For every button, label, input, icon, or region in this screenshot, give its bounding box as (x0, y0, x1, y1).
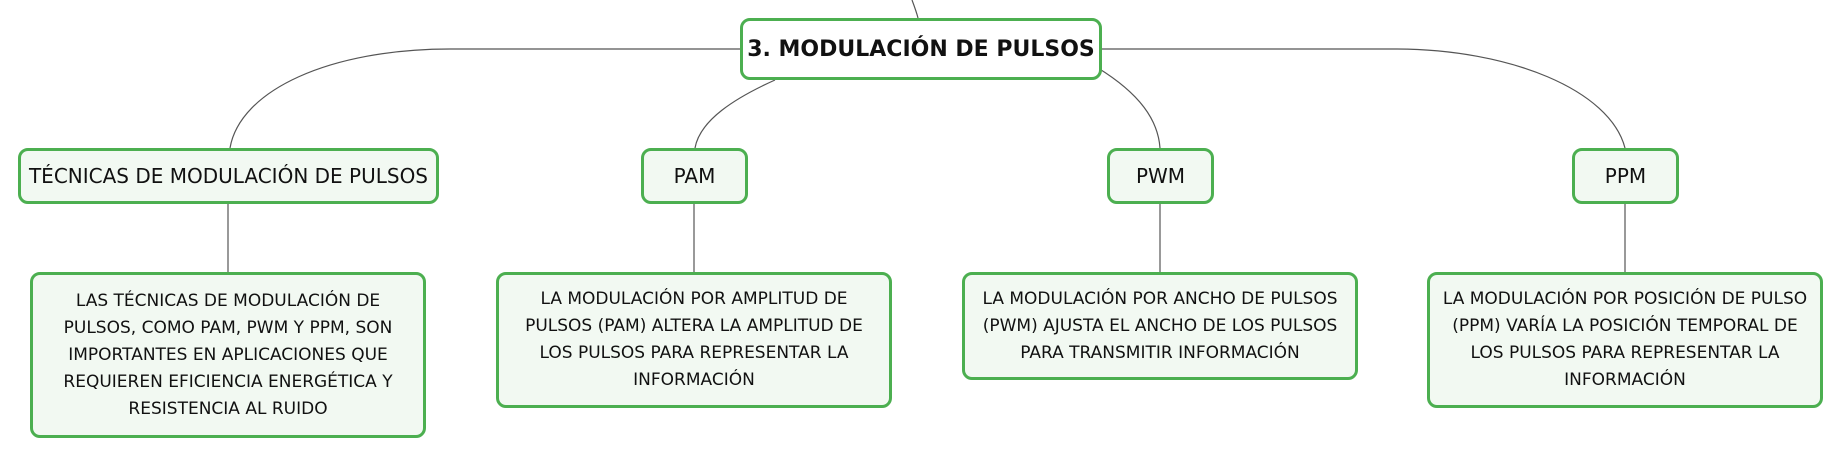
topic-tecnicas[interactable]: TÉCNICAS DE MODULACIÓN DE PULSOS (18, 148, 439, 204)
description-pam-text: LA MODULACIÓN POR AMPLITUD DE PULSOS (PA… (525, 289, 863, 390)
connector-root-parent (911, 0, 919, 19)
topic-tecnicas-label: TÉCNICAS DE MODULACIÓN DE PULSOS (28, 164, 429, 188)
description-pwm-text: LA MODULACIÓN POR ANCHO DE PULSOS (PWM) … (982, 288, 1338, 363)
topic-pwm-label: PWM (1135, 164, 1186, 188)
description-tecnicas-text: LAS TÉCNICAS DE MODULACIÓN DE PULSOS, CO… (63, 290, 393, 419)
connector-root-pam (694, 79, 776, 149)
topic-pam[interactable]: PAM (641, 148, 748, 204)
topic-ppm[interactable]: PPM (1572, 148, 1679, 204)
topic-pwm[interactable]: PWM (1107, 148, 1214, 204)
description-tecnicas[interactable]: LAS TÉCNICAS DE MODULACIÓN DE PULSOS, CO… (30, 272, 426, 438)
root-topic-label: 3. MODULACIÓN DE PULSOS (747, 36, 1095, 62)
topic-pam-label: PAM (673, 164, 716, 188)
description-pwm[interactable]: LA MODULACIÓN POR ANCHO DE PULSOS (PWM) … (962, 272, 1358, 380)
description-ppm[interactable]: LA MODULACIÓN POR POSICIÓN DE PULSO (PPM… (1427, 272, 1823, 408)
description-ppm-text: LA MODULACIÓN POR POSICIÓN DE PULSO (PPM… (1442, 289, 1808, 390)
connector-root-tecnicas (229, 48, 740, 149)
root-topic[interactable]: 3. MODULACIÓN DE PULSOS (740, 18, 1102, 80)
connector-root-ppm (1102, 48, 1626, 149)
topic-ppm-label: PPM (1604, 164, 1647, 188)
connector-root-pwm (1097, 67, 1161, 149)
description-pam[interactable]: LA MODULACIÓN POR AMPLITUD DE PULSOS (PA… (496, 272, 892, 408)
